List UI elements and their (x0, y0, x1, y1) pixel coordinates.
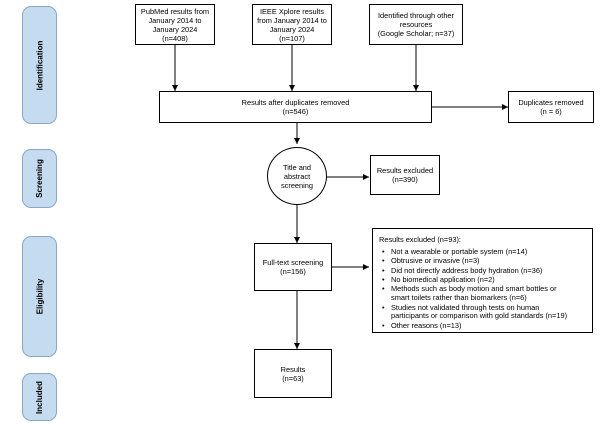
reason-line: Not a wearable or portable system (n=14) (391, 246, 528, 256)
reason-line: smart toilets rather than biomarkers (n=… (391, 293, 527, 303)
stage-label-text: Identification (35, 40, 44, 90)
excluded-title: Results excluded (n=93): (379, 235, 461, 244)
stage-identification: Identification (22, 6, 57, 124)
excluded-reason-item: Obtrusive or invasive (n=3) (382, 256, 586, 266)
box-text-line: Identified through other (377, 11, 454, 20)
box-text-line: Full-text screening (262, 258, 324, 267)
reason-line: Did not directly address body hydration … (391, 265, 543, 275)
stage-eligibility: Eligibility (22, 236, 57, 357)
title-abstract-screening-circle: Title and abstract screening (267, 147, 327, 205)
stage-screening: Screening (22, 149, 57, 208)
excluded-reason-item: Other reasons (n=13) (382, 320, 586, 331)
excluded-reasons-list: Not a wearable or portable system (n=14)… (379, 246, 586, 331)
excluded-reason-item: Methods such as body motion and smart bo… (382, 284, 586, 303)
reason-line: Other reasons (n=13) (391, 320, 462, 330)
box-text-line: (n=390) (392, 175, 418, 184)
box-text-line: PubMed results from (140, 6, 210, 16)
box-text-line: (n=156) (280, 267, 306, 276)
reason-line: participants or comparison with gold sta… (391, 311, 568, 321)
box-text-line: (n=107) (279, 33, 305, 43)
box-text-line: Results after duplicates removed (241, 98, 350, 107)
fulltext-excluded-box: Results excluded (n=93): Not a wearable … (372, 228, 593, 333)
box-text-line: (n=546) (282, 107, 309, 116)
reason-line: Methods such as body motion and smart bo… (391, 284, 557, 294)
box-text-line: (n=63) (282, 373, 304, 383)
duplicates-removed-box: Duplicates removed (n = 6) (508, 91, 594, 123)
box-text-line: abstract (283, 171, 311, 181)
source-other-box: Identified through other resources (Goog… (369, 4, 463, 45)
results-included-box: Results (n=63) (254, 349, 332, 398)
stage-label-text: Eligibility (35, 278, 44, 315)
box-text-line: IEEE Xplore results (259, 6, 325, 16)
reason-line: Obtrusive or invasive (n=3) (391, 256, 480, 266)
after-duplicates-box: Results after duplicates removed (n=546) (159, 91, 432, 123)
box-text-line: (n = 6) (540, 107, 562, 116)
fulltext-screening-box: Full-text screening (n=156) (254, 243, 332, 291)
box-text-line: January 2024 (152, 24, 198, 34)
box-text-line: resources (399, 20, 433, 29)
screening-excluded-box: Results excluded (n=390) (370, 155, 440, 195)
stage-label-text: Screening (35, 159, 44, 198)
box-text-line: January 2024 (269, 24, 315, 34)
box-text-line: screening (280, 180, 314, 190)
stage-included: Included (22, 373, 57, 421)
reason-line: No biomedical application (n=2) (391, 274, 495, 284)
box-text-line: January 2014 to (148, 15, 202, 25)
excluded-reason-item: Did not directly address body hydration … (382, 265, 586, 276)
box-text-line: (Google Scholar; n=37) (377, 29, 455, 38)
reason-line: Studies not validated through tests on h… (391, 302, 540, 312)
box-text-line: from January 2014 to (257, 15, 327, 25)
source-ieee-box: IEEE Xplore results from January 2014 to… (252, 4, 332, 45)
excluded-reason-item: Not a wearable or portable system (n=14) (382, 246, 586, 257)
box-text-line: Duplicates removed (518, 98, 584, 107)
source-pubmed-box: PubMed results from January 2014 to Janu… (135, 4, 215, 45)
box-text-line: Results excluded (376, 166, 434, 175)
excluded-reason-item: Studies not validated through tests on h… (382, 302, 586, 322)
stage-label-text: Included (34, 380, 44, 414)
box-text-line: Results (280, 364, 306, 374)
box-text-line: (n=408) (162, 33, 188, 43)
box-text-line: Title and (282, 162, 312, 172)
excluded-reason-item: No biomedical application (n=2) (382, 274, 586, 285)
